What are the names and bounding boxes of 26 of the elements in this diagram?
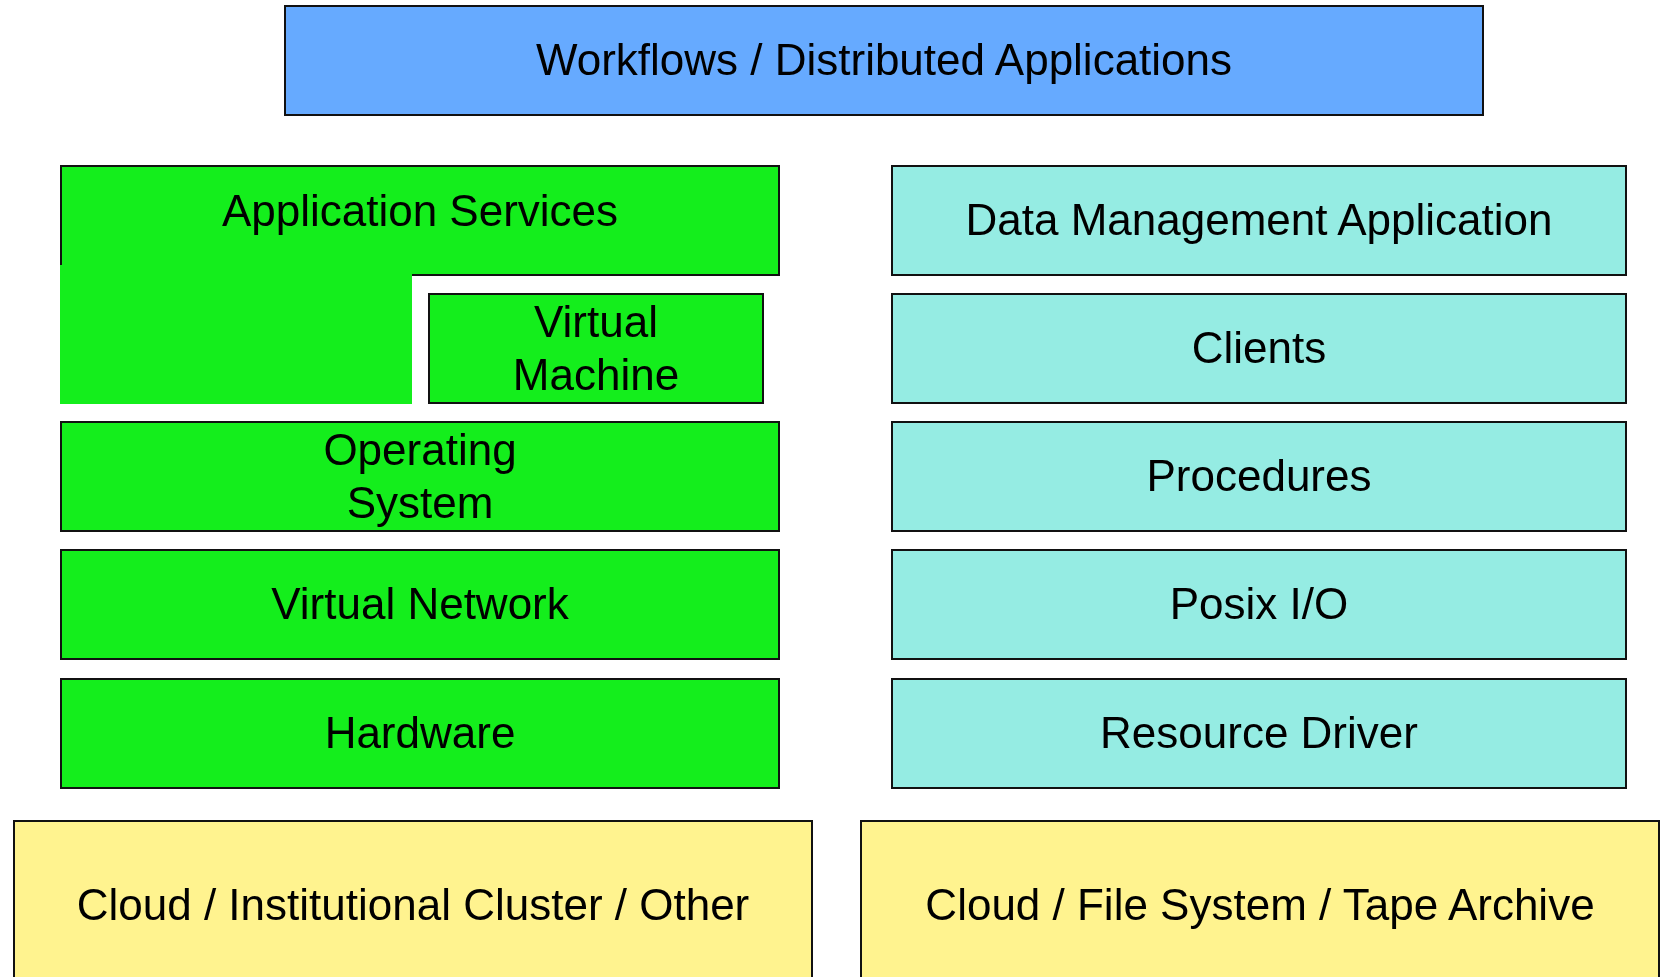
layer-label: Virtual Network <box>271 578 569 631</box>
layer-box <box>60 678 780 789</box>
layer-box <box>891 549 1627 660</box>
layer-box <box>284 5 1484 116</box>
layer-label: Cloud / File System / Tape Archive <box>925 878 1595 931</box>
layer-label: Posix I/O <box>1169 578 1349 631</box>
layer-label: Operating System <box>322 423 518 529</box>
layer-label: Workflows / Distributed Applications <box>535 34 1233 87</box>
layer-box <box>60 549 780 660</box>
layer-label: Virtual Machine <box>511 295 681 401</box>
infrastructure-box <box>13 820 813 977</box>
layer-label: Clients <box>1191 322 1327 375</box>
layer-label: Resource Driver <box>1100 707 1418 760</box>
layer-box <box>891 293 1627 404</box>
layer-label: Procedures <box>1146 450 1372 503</box>
infrastructure-box <box>860 820 1660 977</box>
layer-label: Data Management Application <box>965 194 1553 247</box>
layer-box <box>428 293 764 404</box>
layer-box <box>891 165 1627 276</box>
layer-label: Application Services <box>221 185 619 237</box>
l-shaped-layer-box <box>60 165 780 404</box>
layer-label: Cloud / Institutional Cluster / Other <box>76 878 750 931</box>
layer-box <box>891 421 1627 532</box>
layer-box <box>891 678 1627 789</box>
layer-box <box>60 421 780 532</box>
layer-label: Hardware <box>324 707 516 760</box>
